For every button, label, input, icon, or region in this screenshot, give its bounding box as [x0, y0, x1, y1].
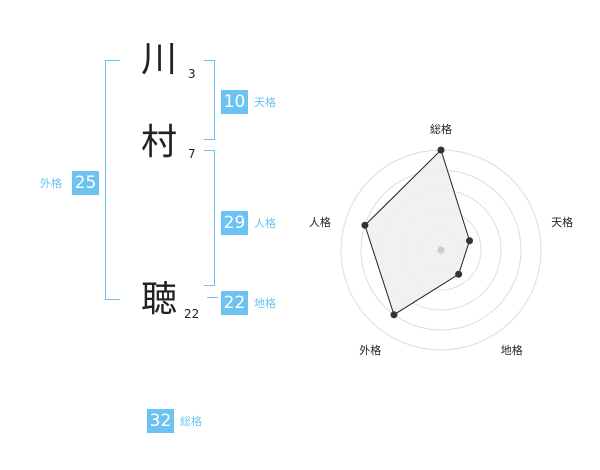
jinkaku-bracket [204, 150, 215, 286]
soukaku-score: 32 [147, 409, 174, 433]
name-char-2-strokes: 7 [188, 147, 196, 161]
radar-axis-label: 天格 [551, 215, 573, 229]
radar-points [361, 146, 474, 319]
radar-point [390, 311, 398, 319]
radar-point [437, 146, 445, 154]
radar-center-dot [437, 246, 445, 254]
name-char-3-strokes: 22 [184, 307, 200, 321]
jinkaku-label: 人格 [254, 217, 276, 230]
radar-axis-label: 人格 [309, 215, 331, 229]
chikaku-label: 地格 [254, 297, 276, 310]
gaikaku-score: 25 [72, 171, 99, 195]
name-char-2: 村 [141, 122, 178, 163]
chikaku-connector [207, 297, 218, 298]
radar-point [361, 221, 369, 229]
radar-area [364, 149, 471, 316]
radar-point [455, 270, 463, 278]
tenkaku-score: 10 [221, 90, 248, 114]
tenkaku-bracket [204, 60, 215, 140]
tenkaku-label: 天格 [254, 96, 276, 109]
radar-axis-label: 地格 [501, 343, 523, 357]
gaikaku-bracket [105, 60, 120, 300]
radar-point [466, 237, 474, 245]
soukaku-label: 総格 [180, 415, 202, 428]
radar-axis-label: 総格 [430, 122, 452, 136]
name-char-1: 川 [141, 39, 178, 80]
gaikaku-label: 外格 [40, 177, 62, 190]
name-char-1-strokes: 3 [188, 67, 196, 81]
radar-axis-label: 外格 [359, 343, 381, 357]
jinkaku-score: 29 [221, 211, 248, 235]
chikaku-score: 22 [221, 291, 248, 315]
name-char-3: 聴 [141, 279, 178, 320]
